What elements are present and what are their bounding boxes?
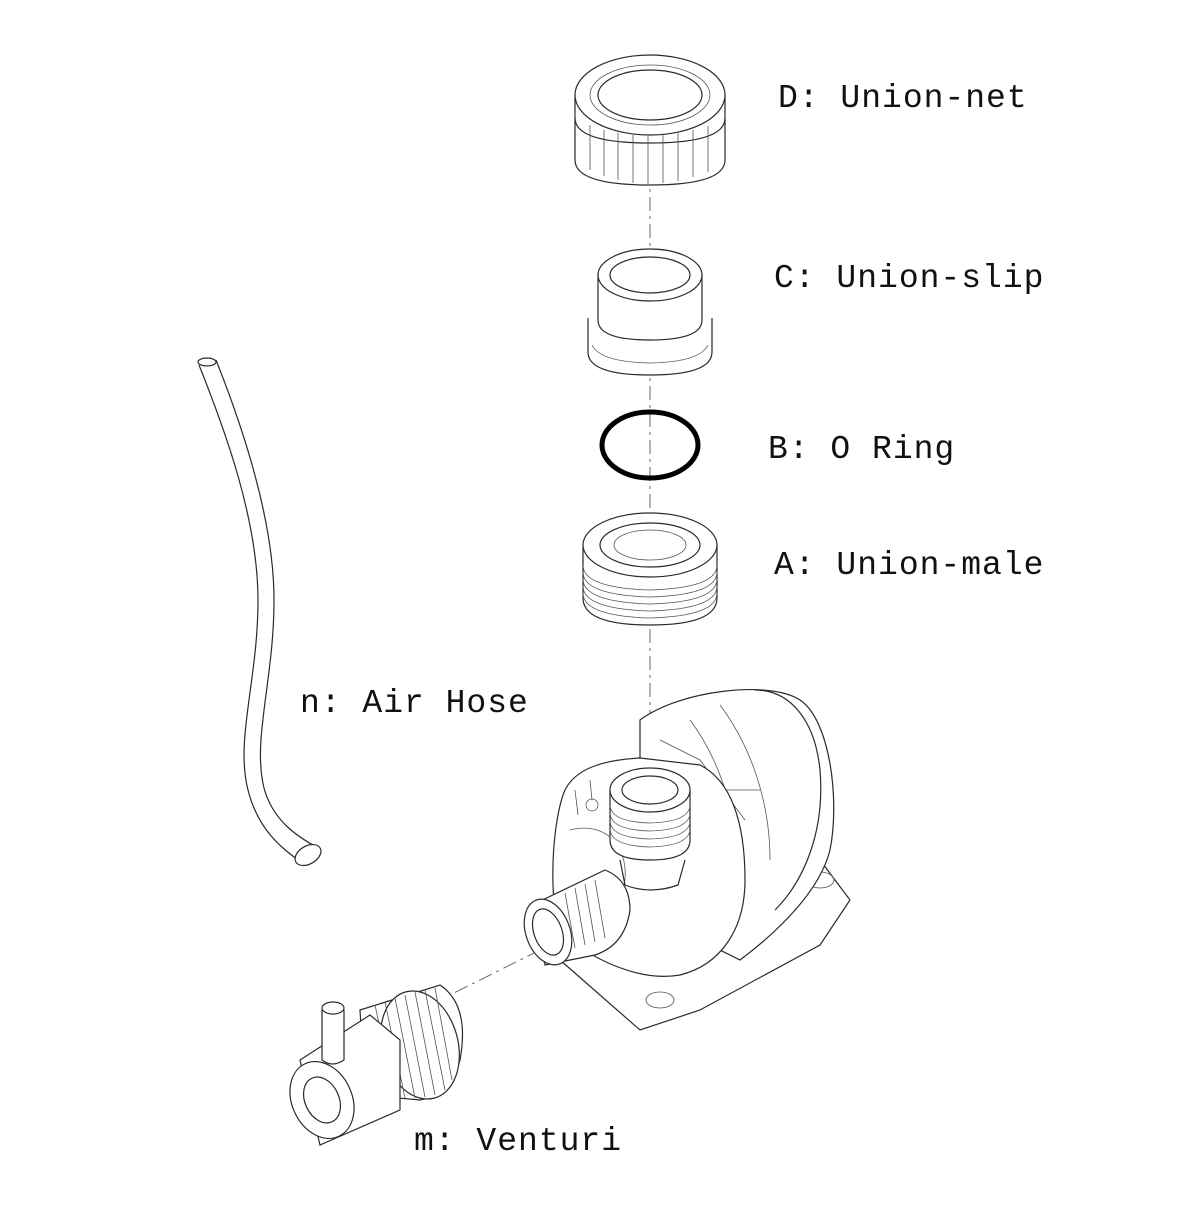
label-union-net: D: Union-net <box>778 80 1028 117</box>
label-venturi: m: Venturi <box>414 1123 623 1160</box>
label-o-ring: B: O Ring <box>768 431 956 468</box>
union-male-part <box>582 512 718 626</box>
label-union-slip: C: Union-slip <box>774 260 1045 297</box>
label-air-hose: n: Air Hose <box>300 685 529 722</box>
venturi-part <box>289 984 464 1146</box>
pump-body-part <box>523 688 851 1031</box>
air-hose-part <box>197 357 322 867</box>
union-slip-part <box>587 248 713 376</box>
label-union-male: A: Union-male <box>774 547 1045 584</box>
o-ring-part <box>599 409 701 481</box>
union-net-part <box>574 54 726 186</box>
